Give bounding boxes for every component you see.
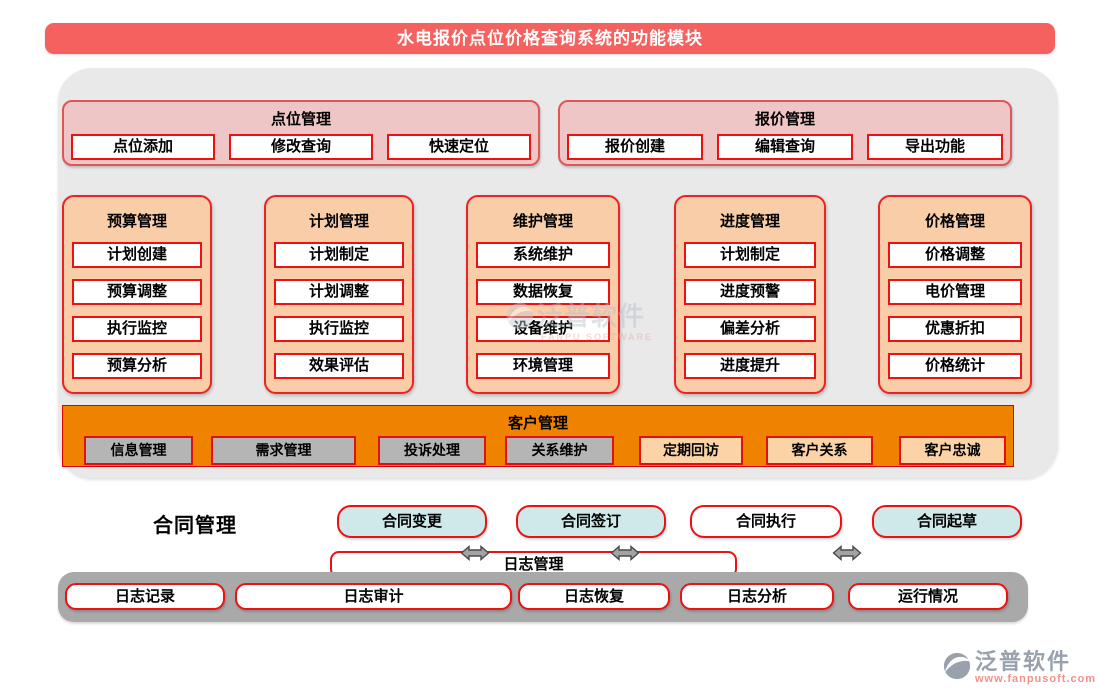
group-quote-items: 报价创建 编辑查询 导出功能 xyxy=(567,134,1003,160)
module-box: 价格调整 xyxy=(888,242,1022,268)
module-box: 效果评估 xyxy=(274,353,404,379)
module-box: 合同签订 xyxy=(516,505,666,538)
module-box: 优惠折扣 xyxy=(888,316,1022,342)
customer-management-bar: 客户管理 信息管理 需求管理 投诉处理 关系维护 定期回访 客户关系 客户忠诚 xyxy=(62,405,1014,467)
module-box: 日志记录 xyxy=(65,583,225,610)
module-box: 进度提升 xyxy=(684,353,816,379)
column-title: 价格管理 xyxy=(924,213,985,230)
module-box: 编辑查询 xyxy=(717,134,853,160)
module-box: 价格统计 xyxy=(888,353,1022,379)
module-box: 客户忠诚 xyxy=(899,436,1006,465)
module-box: 设备维护 xyxy=(476,316,610,342)
module-box: 电价管理 xyxy=(888,279,1022,305)
column-plan-management: 计划管理 计划制定 计划调整 执行监控 效果评估 xyxy=(264,195,414,394)
module-box: 报价创建 xyxy=(567,134,703,160)
column-title: 预算管理 xyxy=(106,213,167,230)
column-title: 计划管理 xyxy=(308,213,369,230)
double-arrow-icon xyxy=(610,544,640,562)
group-point-title: 点位管理 xyxy=(270,111,331,128)
module-box: 偏差分析 xyxy=(684,316,816,342)
module-box: 关系维护 xyxy=(505,436,614,465)
fanpu-logo-icon xyxy=(942,651,972,681)
module-box: 计划制定 xyxy=(684,242,816,268)
contract-management-label: 合同管理 xyxy=(153,515,237,537)
module-box: 预算分析 xyxy=(72,353,202,379)
module-box: 点位添加 xyxy=(71,134,215,160)
module-box: 预算调整 xyxy=(72,279,202,305)
module-box: 执行监控 xyxy=(274,316,404,342)
column-title: 维护管理 xyxy=(512,213,573,230)
module-box: 计划调整 xyxy=(274,279,404,305)
module-box: 信息管理 xyxy=(84,436,193,465)
module-box: 快速定位 xyxy=(387,134,531,160)
group-quote-title: 报价管理 xyxy=(754,111,815,128)
column-progress-management: 进度管理 计划制定 进度预警 偏差分析 进度提升 xyxy=(674,195,826,394)
module-box: 计划制定 xyxy=(274,242,404,268)
column-title: 进度管理 xyxy=(719,213,780,230)
diagram-title: 水电报价点位价格查询系统的功能模块 xyxy=(45,23,1055,54)
module-box: 环境管理 xyxy=(476,353,610,379)
group-point-management: 点位管理 点位添加 修改查询 快速定位 xyxy=(62,100,540,166)
module-box: 客户关系 xyxy=(766,436,873,465)
module-box: 运行情况 xyxy=(848,583,1008,610)
module-box: 导出功能 xyxy=(867,134,1003,160)
module-box: 日志审计 xyxy=(235,583,512,610)
module-box: 修改查询 xyxy=(229,134,373,160)
module-box: 合同执行 xyxy=(690,505,842,538)
module-box: 定期回访 xyxy=(639,436,743,465)
fanpu-logo: 泛普软件 www.fanpusoft.com xyxy=(942,649,1096,685)
fanpu-logo-url: www.fanpusoft.com xyxy=(975,673,1097,685)
module-box: 计划创建 xyxy=(72,242,202,268)
module-box: 数据恢复 xyxy=(476,279,610,305)
module-box: 日志分析 xyxy=(680,583,834,610)
module-box: 执行监控 xyxy=(72,316,202,342)
module-box: 日志恢复 xyxy=(518,583,670,610)
double-arrow-icon xyxy=(832,544,862,562)
module-box: 投诉处理 xyxy=(378,436,486,465)
module-box: 合同变更 xyxy=(337,505,487,538)
module-box: 进度预警 xyxy=(684,279,816,305)
column-price-management: 价格管理 价格调整 电价管理 优惠折扣 价格统计 xyxy=(878,195,1032,394)
column-budget-management: 预算管理 计划创建 预算调整 执行监控 预算分析 xyxy=(62,195,212,394)
customer-bar-title: 客户管理 xyxy=(507,415,568,432)
module-box: 系统维护 xyxy=(476,242,610,268)
fanpu-logo-text: 泛普软件 xyxy=(975,649,1072,674)
column-maintenance-management: 维护管理 系统维护 数据恢复 设备维护 环境管理 xyxy=(466,195,620,394)
double-arrow-icon xyxy=(460,544,490,562)
module-box: 需求管理 xyxy=(211,436,356,465)
module-box: 合同起草 xyxy=(872,505,1022,538)
group-quote-management: 报价管理 报价创建 编辑查询 导出功能 xyxy=(558,100,1012,166)
group-point-items: 点位添加 修改查询 快速定位 xyxy=(71,134,531,160)
